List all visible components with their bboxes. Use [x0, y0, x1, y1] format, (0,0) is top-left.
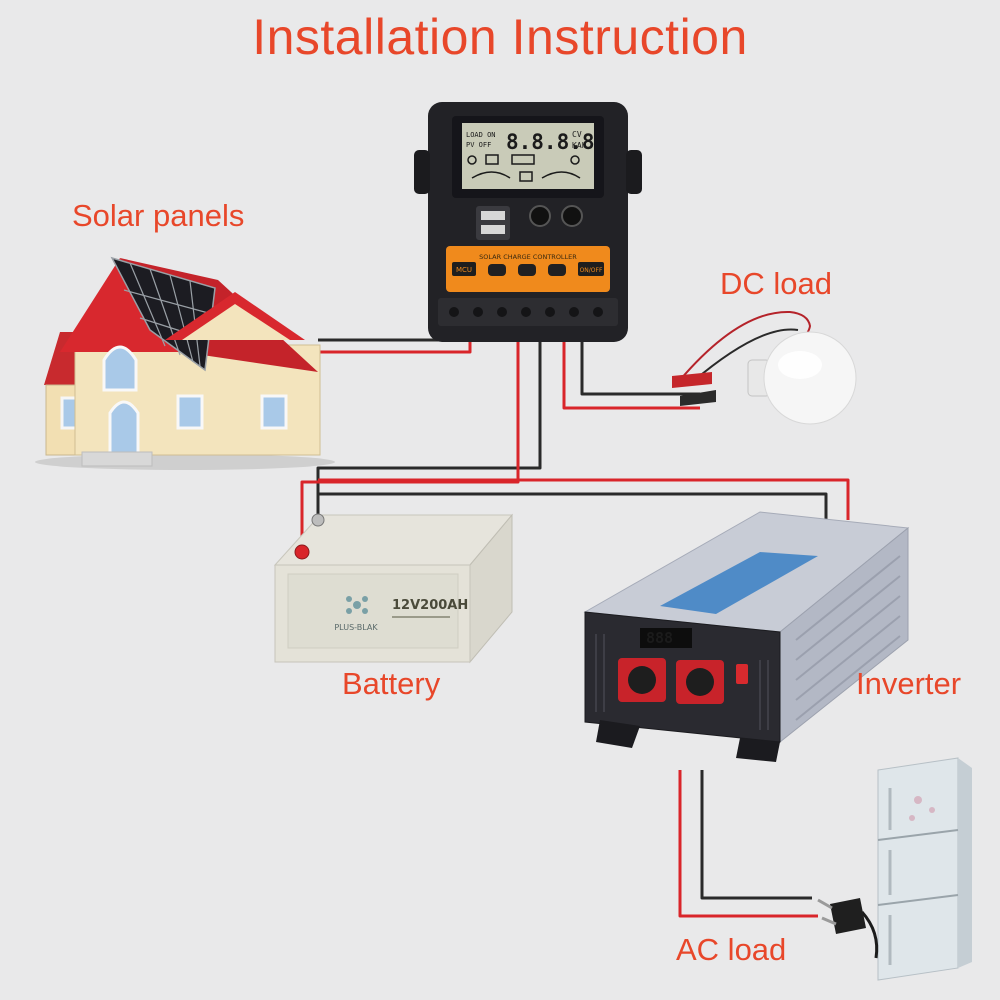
controller-terminals — [449, 307, 603, 317]
lcd-right-top: CV — [572, 130, 582, 139]
power-inverter: 888 — [583, 511, 910, 762]
dc-load-bulb — [672, 310, 857, 425]
inverter-wire-red — [318, 478, 850, 520]
inverter-fins-icon — [795, 555, 901, 721]
controller-button-up — [518, 264, 536, 276]
lcd-left-bottom: PV OFF — [466, 141, 491, 149]
roof-solar-panels-icon — [110, 256, 216, 372]
battery-unit: PLUS-BLAK 12V200AH — [273, 513, 514, 664]
inverter-display: 888 — [646, 629, 673, 647]
controller-right-badge: ON/OFF — [580, 267, 603, 274]
inverter-wire-black — [316, 492, 828, 525]
label-inverter: Inverter — [856, 666, 962, 701]
controller-button-menu — [488, 264, 506, 276]
battery-spec: 12V200AH — [392, 598, 468, 613]
wires — [300, 322, 850, 918]
controller-button-down — [548, 264, 566, 276]
label-battery: Battery — [342, 666, 441, 701]
lcd-left-top: LOAD ON — [466, 131, 496, 139]
dcload-wire-red — [562, 330, 700, 410]
label-solar-panels: Solar panels — [72, 198, 245, 233]
controller-product-label: SOLAR CHARGE CONTROLLER — [479, 253, 577, 261]
acload-wire-red — [678, 770, 818, 918]
battery-wire-black — [316, 330, 542, 520]
battery-wire-red — [300, 330, 520, 552]
solar-charge-controller: LOAD ON PV OFF 8.8.8.8 CV KAh SOLAR CHAR… — [414, 102, 642, 342]
acload-wire-black — [700, 770, 812, 900]
fridge-flower-decor-icon — [909, 796, 935, 821]
label-ac-load: AC load — [676, 932, 787, 967]
lcd-status-icons — [467, 154, 581, 182]
controller-left-badge: MCU — [456, 266, 472, 274]
diagram-title: Installation Instruction — [252, 9, 748, 65]
battery-logo-icon — [346, 596, 368, 614]
lcd-digits: 8.8.8.8 — [506, 130, 595, 154]
dcload-wire-black — [580, 330, 700, 396]
inverter-vents-icon — [595, 634, 769, 730]
house-with-solar-panels — [35, 256, 335, 470]
power-plug-icon — [817, 898, 879, 959]
lcd-right-bottom: KAh — [572, 141, 587, 150]
battery-brand: PLUS-BLAK — [334, 623, 378, 632]
ac-load-fridge — [877, 757, 972, 981]
label-dc-load: DC load — [720, 266, 832, 301]
